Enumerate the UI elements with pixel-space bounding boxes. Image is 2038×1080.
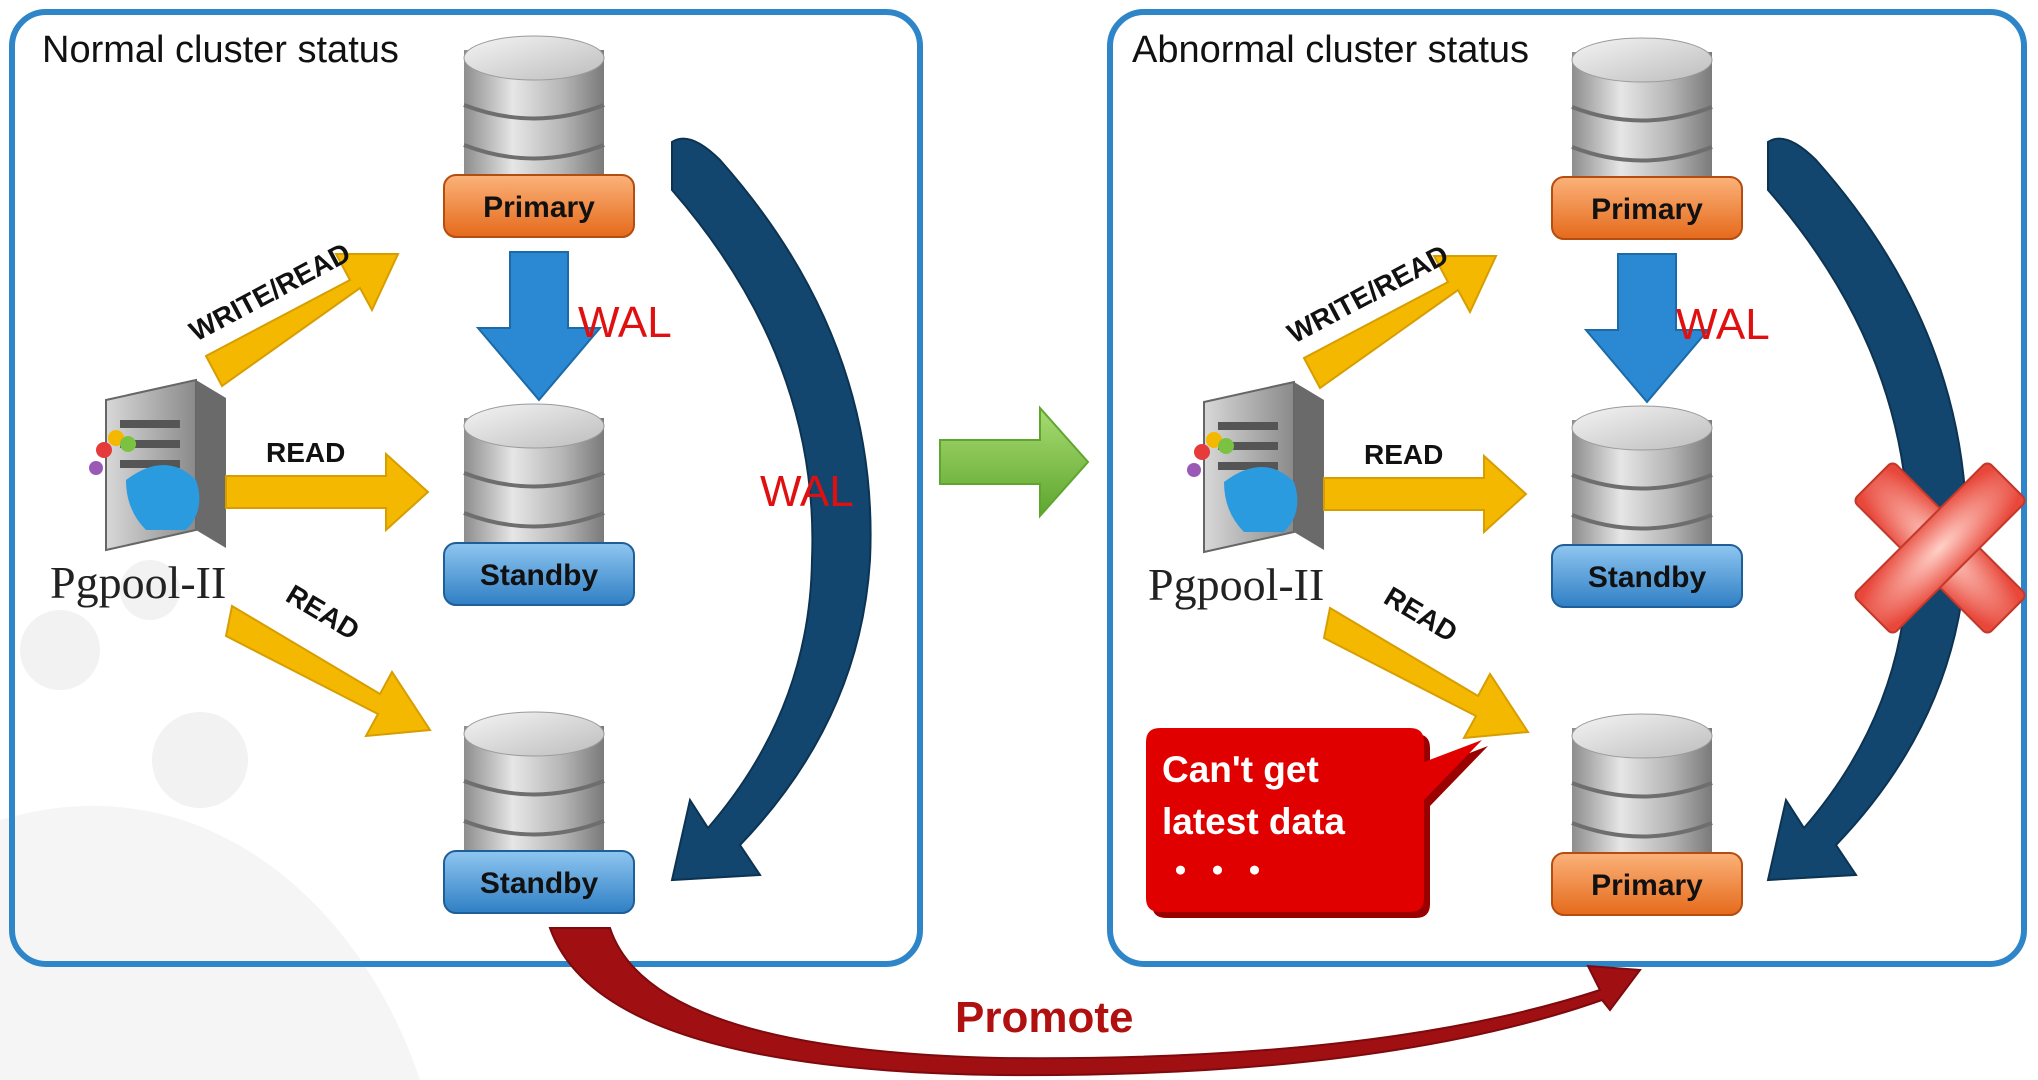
node-label: Primary	[1591, 869, 1703, 902]
promote-arrow	[548, 927, 1642, 1077]
bubble-line-2: latest data	[1162, 801, 1345, 842]
write-read-arrow	[204, 253, 400, 388]
pgpool-server-icon	[1187, 380, 1324, 554]
standby-tag	[443, 850, 635, 914]
write-read-arrow	[1302, 255, 1498, 390]
node-label: Primary	[483, 191, 595, 224]
right-node-new-primary: Primary	[1551, 713, 1743, 916]
right-node-primary: Primary	[1551, 37, 1743, 240]
left-node-primary: Primary	[443, 35, 635, 238]
transition-arrow	[939, 405, 1090, 519]
node-label: Standby	[480, 867, 599, 900]
pgpool-label: Pgpool-II	[50, 557, 226, 608]
read-label: READ	[1379, 581, 1463, 648]
read-label: READ	[281, 579, 365, 646]
primary-tag	[1551, 176, 1743, 240]
read-arrow	[1323, 453, 1528, 535]
bubble-line-1: Can't get	[1162, 749, 1319, 790]
node-label: Standby	[1588, 561, 1707, 594]
pgpool-label: Pgpool-II	[1148, 559, 1324, 610]
node-label: Primary	[1591, 193, 1703, 226]
warning-speech-bubble: Can't get latest data ・・・	[1146, 728, 1488, 918]
promote-label: Promote	[955, 993, 1133, 1042]
right-node-standby: Standby	[1551, 405, 1743, 608]
replication-arrow-right	[1766, 137, 1968, 882]
wal-stream-label: WAL	[578, 298, 672, 347]
panel-title: Abnormal cluster status	[1132, 29, 1529, 71]
read-label: READ	[266, 437, 345, 468]
read-arrow	[225, 451, 430, 533]
standby-tag	[1551, 544, 1743, 608]
abnormal-cluster-panel: Abnormal cluster status	[1107, 9, 2027, 967]
wal-stream-arrow	[475, 251, 603, 402]
node-label: Standby	[480, 559, 599, 592]
normal-cluster-panel: Normal cluster status	[9, 9, 923, 967]
left-node-standby-1: Standby	[443, 403, 635, 606]
wal-replication-label: WAL	[760, 467, 854, 516]
wal-replication-arrow	[670, 137, 872, 882]
primary-tag	[443, 174, 635, 238]
panel-frame	[1107, 9, 2027, 967]
bubble-line-3: ・・・	[1162, 851, 1273, 892]
read-arrow-diagonal	[224, 604, 432, 738]
pgpool-server-icon	[89, 378, 226, 552]
failure-x-icon	[1854, 462, 2026, 634]
wal-stream-arrow	[1583, 253, 1711, 404]
wal-stream-label: WAL	[1676, 300, 1770, 349]
read-arrow-diagonal	[1322, 606, 1530, 740]
panel-frame	[9, 9, 923, 967]
panel-title: Normal cluster status	[42, 29, 399, 71]
standby-tag	[443, 542, 635, 606]
left-node-standby-2: Standby	[443, 711, 635, 914]
background-decoration	[0, 560, 420, 1080]
primary-tag	[1551, 852, 1743, 916]
read-label: READ	[1364, 439, 1443, 470]
